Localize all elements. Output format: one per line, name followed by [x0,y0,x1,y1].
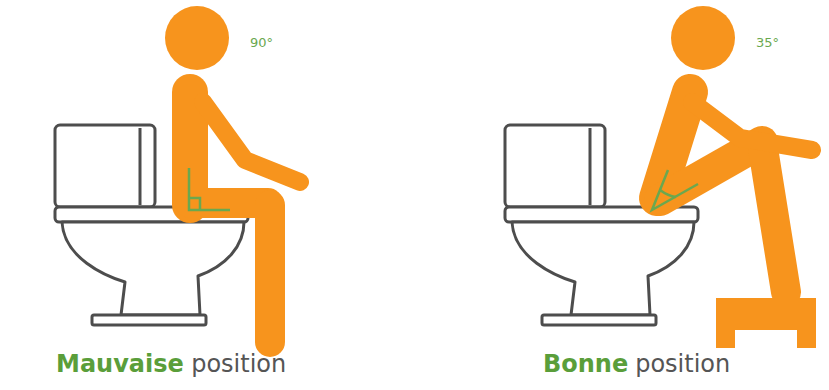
caption-word: position [191,352,286,376]
caption-word: Mauvaise [56,352,184,376]
toilet-left [55,125,248,325]
angle-label: 35° [756,36,779,49]
caption-word: Bonne [543,352,628,376]
footstool [716,298,816,348]
angle-label: 90° [250,36,273,49]
angle-marker-35 [652,170,698,210]
caption-word: position [635,352,730,376]
angle-marker-90 [189,168,230,210]
figure-good-posture [657,6,812,292]
figure-bad-posture [165,6,300,342]
